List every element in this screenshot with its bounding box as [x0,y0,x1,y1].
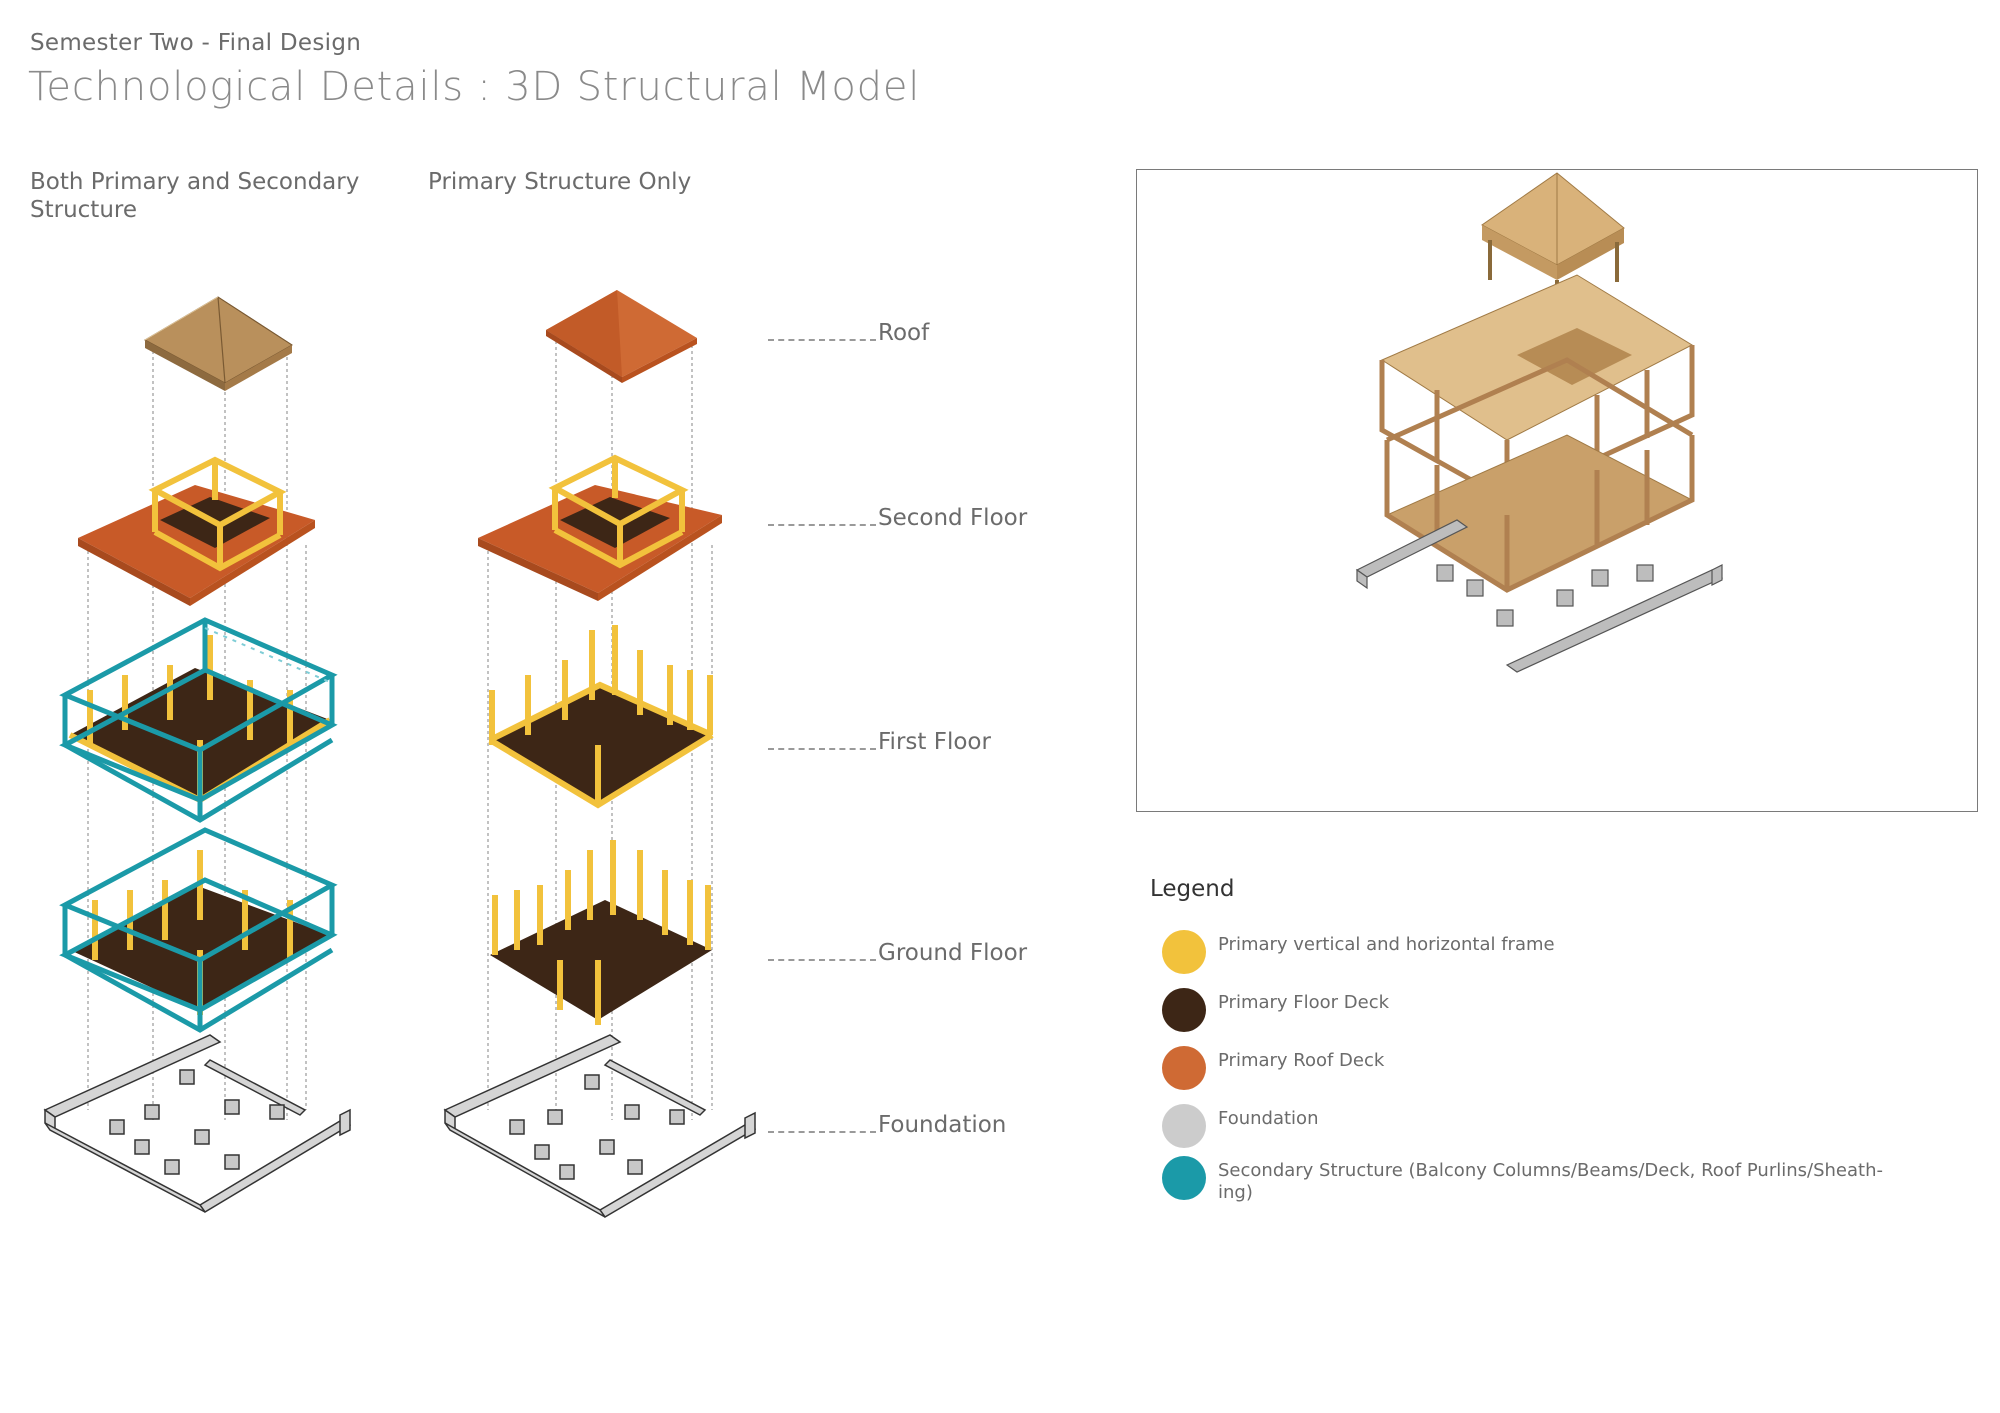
second-floor-module [478,454,722,601]
diagram-primary-only [443,290,757,1218]
legend-swatch-orange [1162,1046,1206,1090]
legend-swatch-grey [1162,1104,1206,1148]
foundation-module [443,1034,757,1218]
legend-item-roof-deck: Primary Roof Deck [1162,1046,1962,1094]
roof-module [143,296,293,391]
legend-item-floor-deck: Primary Floor Deck [1162,988,1962,1036]
ground-floor-module [490,840,712,1025]
rendered-timber-model [1355,172,1724,673]
ground-floor-module [59,827,338,1033]
legend-label: Primary vertical and horizontal frame [1218,934,1555,955]
sheet-subtitle: Semester Two - Final Design [30,30,362,56]
legend-title: Legend [1150,876,1235,902]
first-floor-module [488,625,714,809]
callout-dash [768,959,876,961]
legend-label: Primary Roof Deck [1218,1050,1385,1071]
legend-label: Primary Floor Deck [1218,992,1390,1013]
legend-swatch-teal [1162,1156,1206,1200]
callout-dash [768,524,876,526]
exploded-axonometric-diagrams [43,290,757,1218]
timber-foundation [1355,519,1724,673]
sheet-title: Technological Details : 3D Structural Mo… [28,64,921,110]
legend-item-secondary-structure: Secondary Structure (Balcony Columns/Bea… [1162,1156,1962,1204]
legend-label: Secondary Structure (Balcony Columns/Bea… [1218,1160,1883,1203]
diagram-primary-and-secondary [43,296,352,1213]
column-heading-primary-secondary: Both Primary and Secondary Structure [30,169,360,223]
legend-label: Foundation [1218,1108,1319,1129]
first-floor-module [59,617,338,823]
legend-item-primary-frame: Primary vertical and horizontal frame [1162,930,1962,978]
projection-lines [87,345,307,1120]
timber-first-floor [1384,357,1695,593]
level-label-roof: Roof [878,320,930,346]
level-label-first-floor: First Floor [878,729,991,755]
timber-roof [1481,172,1625,320]
callout-dash [768,1131,876,1133]
column-heading-primary-only: Primary Structure Only [428,169,692,195]
legend-item-foundation: Foundation [1162,1104,1962,1152]
legend-swatch-dark-brown [1162,988,1206,1032]
roof-module [546,290,697,383]
legend-swatch-yellow [1162,930,1206,974]
level-label-ground-floor: Ground Floor [878,940,1028,966]
rendered-timber-model-frame [1136,169,1978,812]
callout-dash [768,748,876,750]
level-label-second-floor: Second Floor [878,505,1028,531]
callout-dash [768,339,876,341]
foundation-module [43,1034,352,1213]
level-label-foundation: Foundation [878,1112,1007,1138]
second-floor-module [78,456,315,606]
